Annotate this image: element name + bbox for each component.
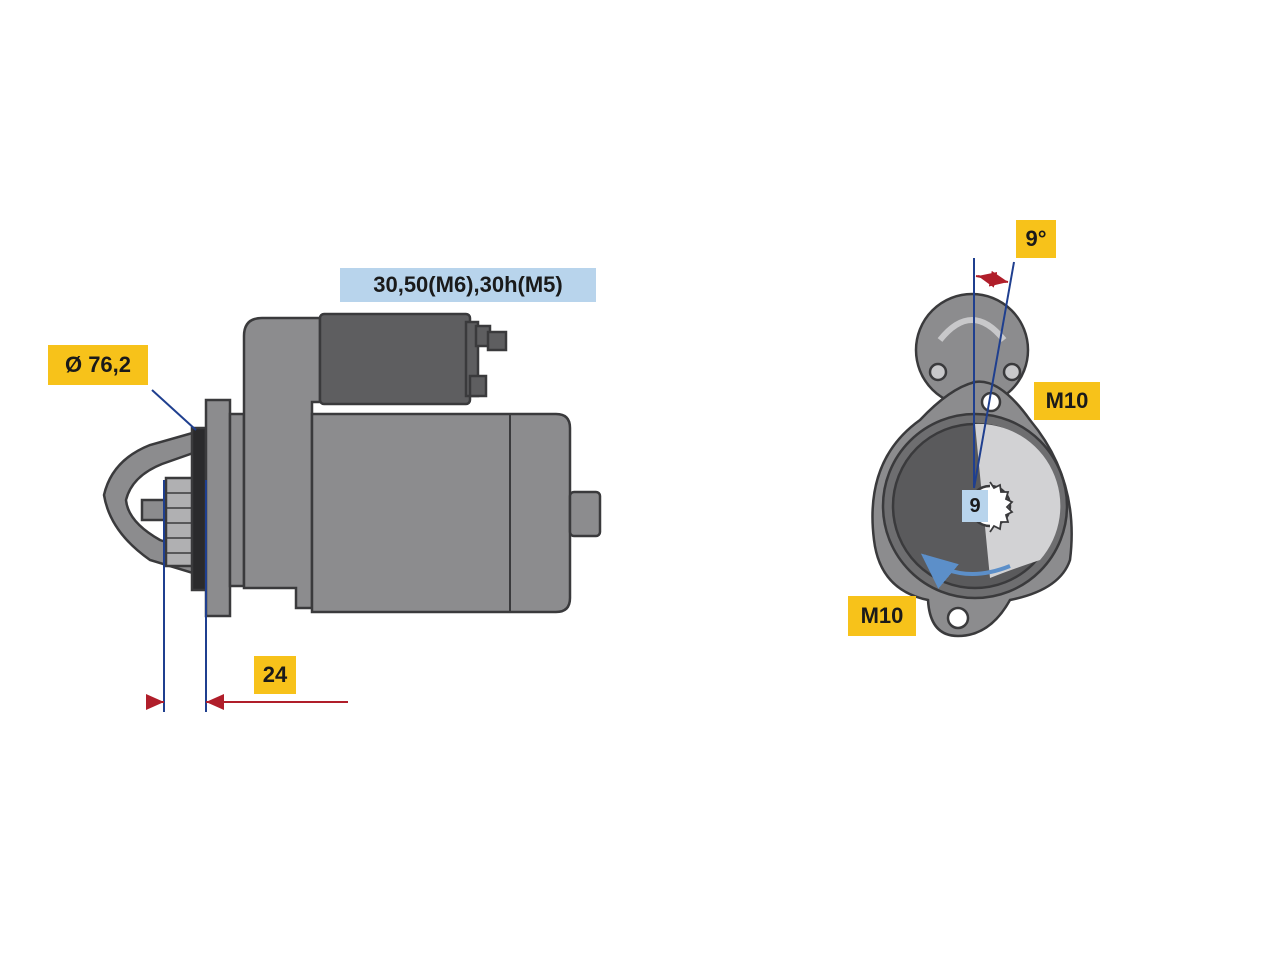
flange-gasket [190,426,208,592]
cap-screw-right [1002,362,1022,382]
front-view [871,292,1073,638]
flange-neck [228,412,246,588]
terminal-label: 30,50(M6),30h(M5) [340,268,596,302]
bottom-bolt-label: M10 [848,596,916,636]
angle-line-inclined [973,261,1015,489]
lever-housing [242,316,322,610]
side-dimensions [146,389,348,712]
diameter-leader [151,389,197,431]
front-dimensions [973,258,1015,489]
motor-body [310,412,572,614]
terminal-upper-tip [486,330,508,352]
cap-screw-left [928,362,948,382]
angle-label: 9° [1016,220,1056,258]
diameter-label: Ø 76,2 [48,345,148,385]
side-view [102,312,602,618]
solenoid [318,312,472,406]
terminal-lower [468,374,488,398]
top-bolt-label: M10 [1034,382,1100,420]
rear-shaft [568,490,602,538]
mounting-flange [204,398,232,618]
rotation-arrow [920,553,1011,589]
bolt-hole-bottom [946,606,970,630]
pinion-teeth-label: 9 [962,490,988,522]
flange-distance-label: 24 [254,656,296,694]
